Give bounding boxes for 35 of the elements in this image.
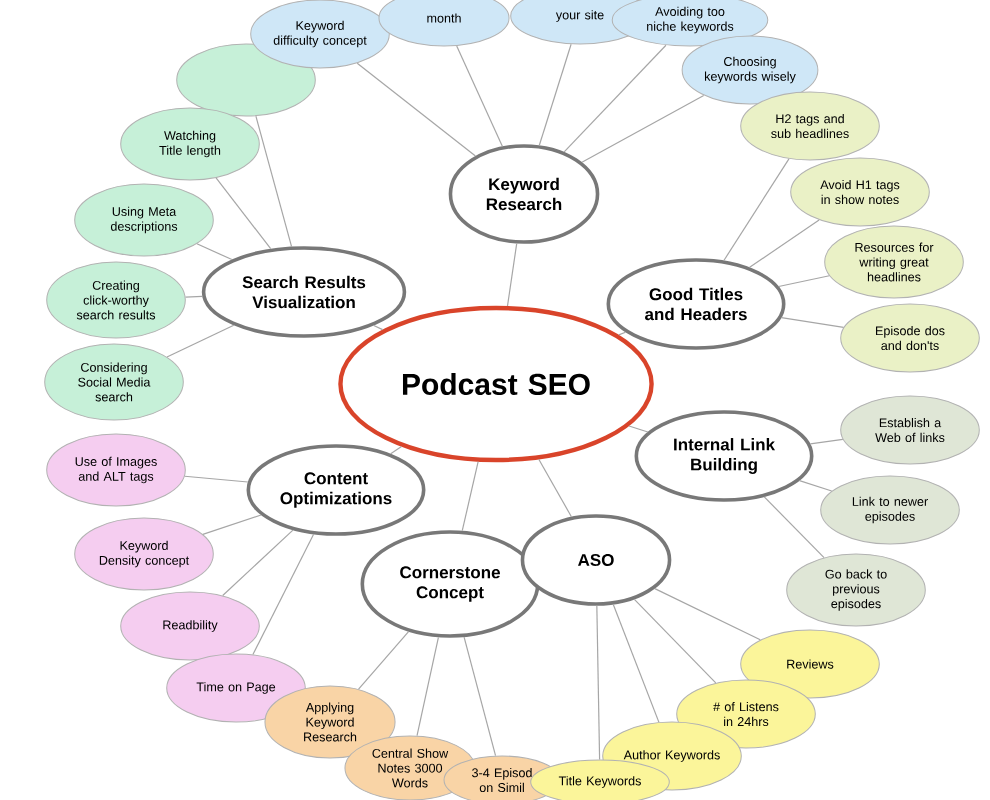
connector-line [581, 94, 705, 163]
connector-line [538, 458, 572, 518]
connector-line [618, 331, 627, 336]
connector-line [654, 588, 761, 641]
connector-line [184, 475, 249, 483]
connector-line [202, 514, 262, 535]
connector-line [778, 275, 830, 288]
connector-line [633, 598, 717, 684]
connector-line [749, 219, 820, 268]
connector-line [416, 636, 439, 737]
connector-line [252, 533, 315, 656]
connector-line [780, 316, 845, 329]
connector-line [196, 243, 233, 261]
connector-line [763, 496, 825, 559]
connector-line [390, 446, 403, 455]
connector-line [563, 44, 667, 153]
connector-line [461, 461, 479, 532]
connector-line [166, 324, 235, 358]
connector-line [456, 45, 503, 147]
connector-line [463, 636, 497, 757]
connector-line [538, 43, 572, 146]
connector-line [222, 529, 294, 597]
connector-line [356, 62, 477, 157]
connector-line [612, 604, 660, 723]
connector-line [255, 115, 293, 248]
connector-line [723, 158, 790, 262]
connector-line [809, 438, 844, 445]
connector-line [215, 177, 272, 250]
connector-line [373, 324, 384, 331]
connector-line [357, 631, 410, 690]
connector-line [185, 295, 203, 298]
connector-line [506, 242, 518, 307]
connector-line [596, 605, 601, 761]
connector-line [798, 479, 833, 492]
connector-line [628, 425, 649, 433]
